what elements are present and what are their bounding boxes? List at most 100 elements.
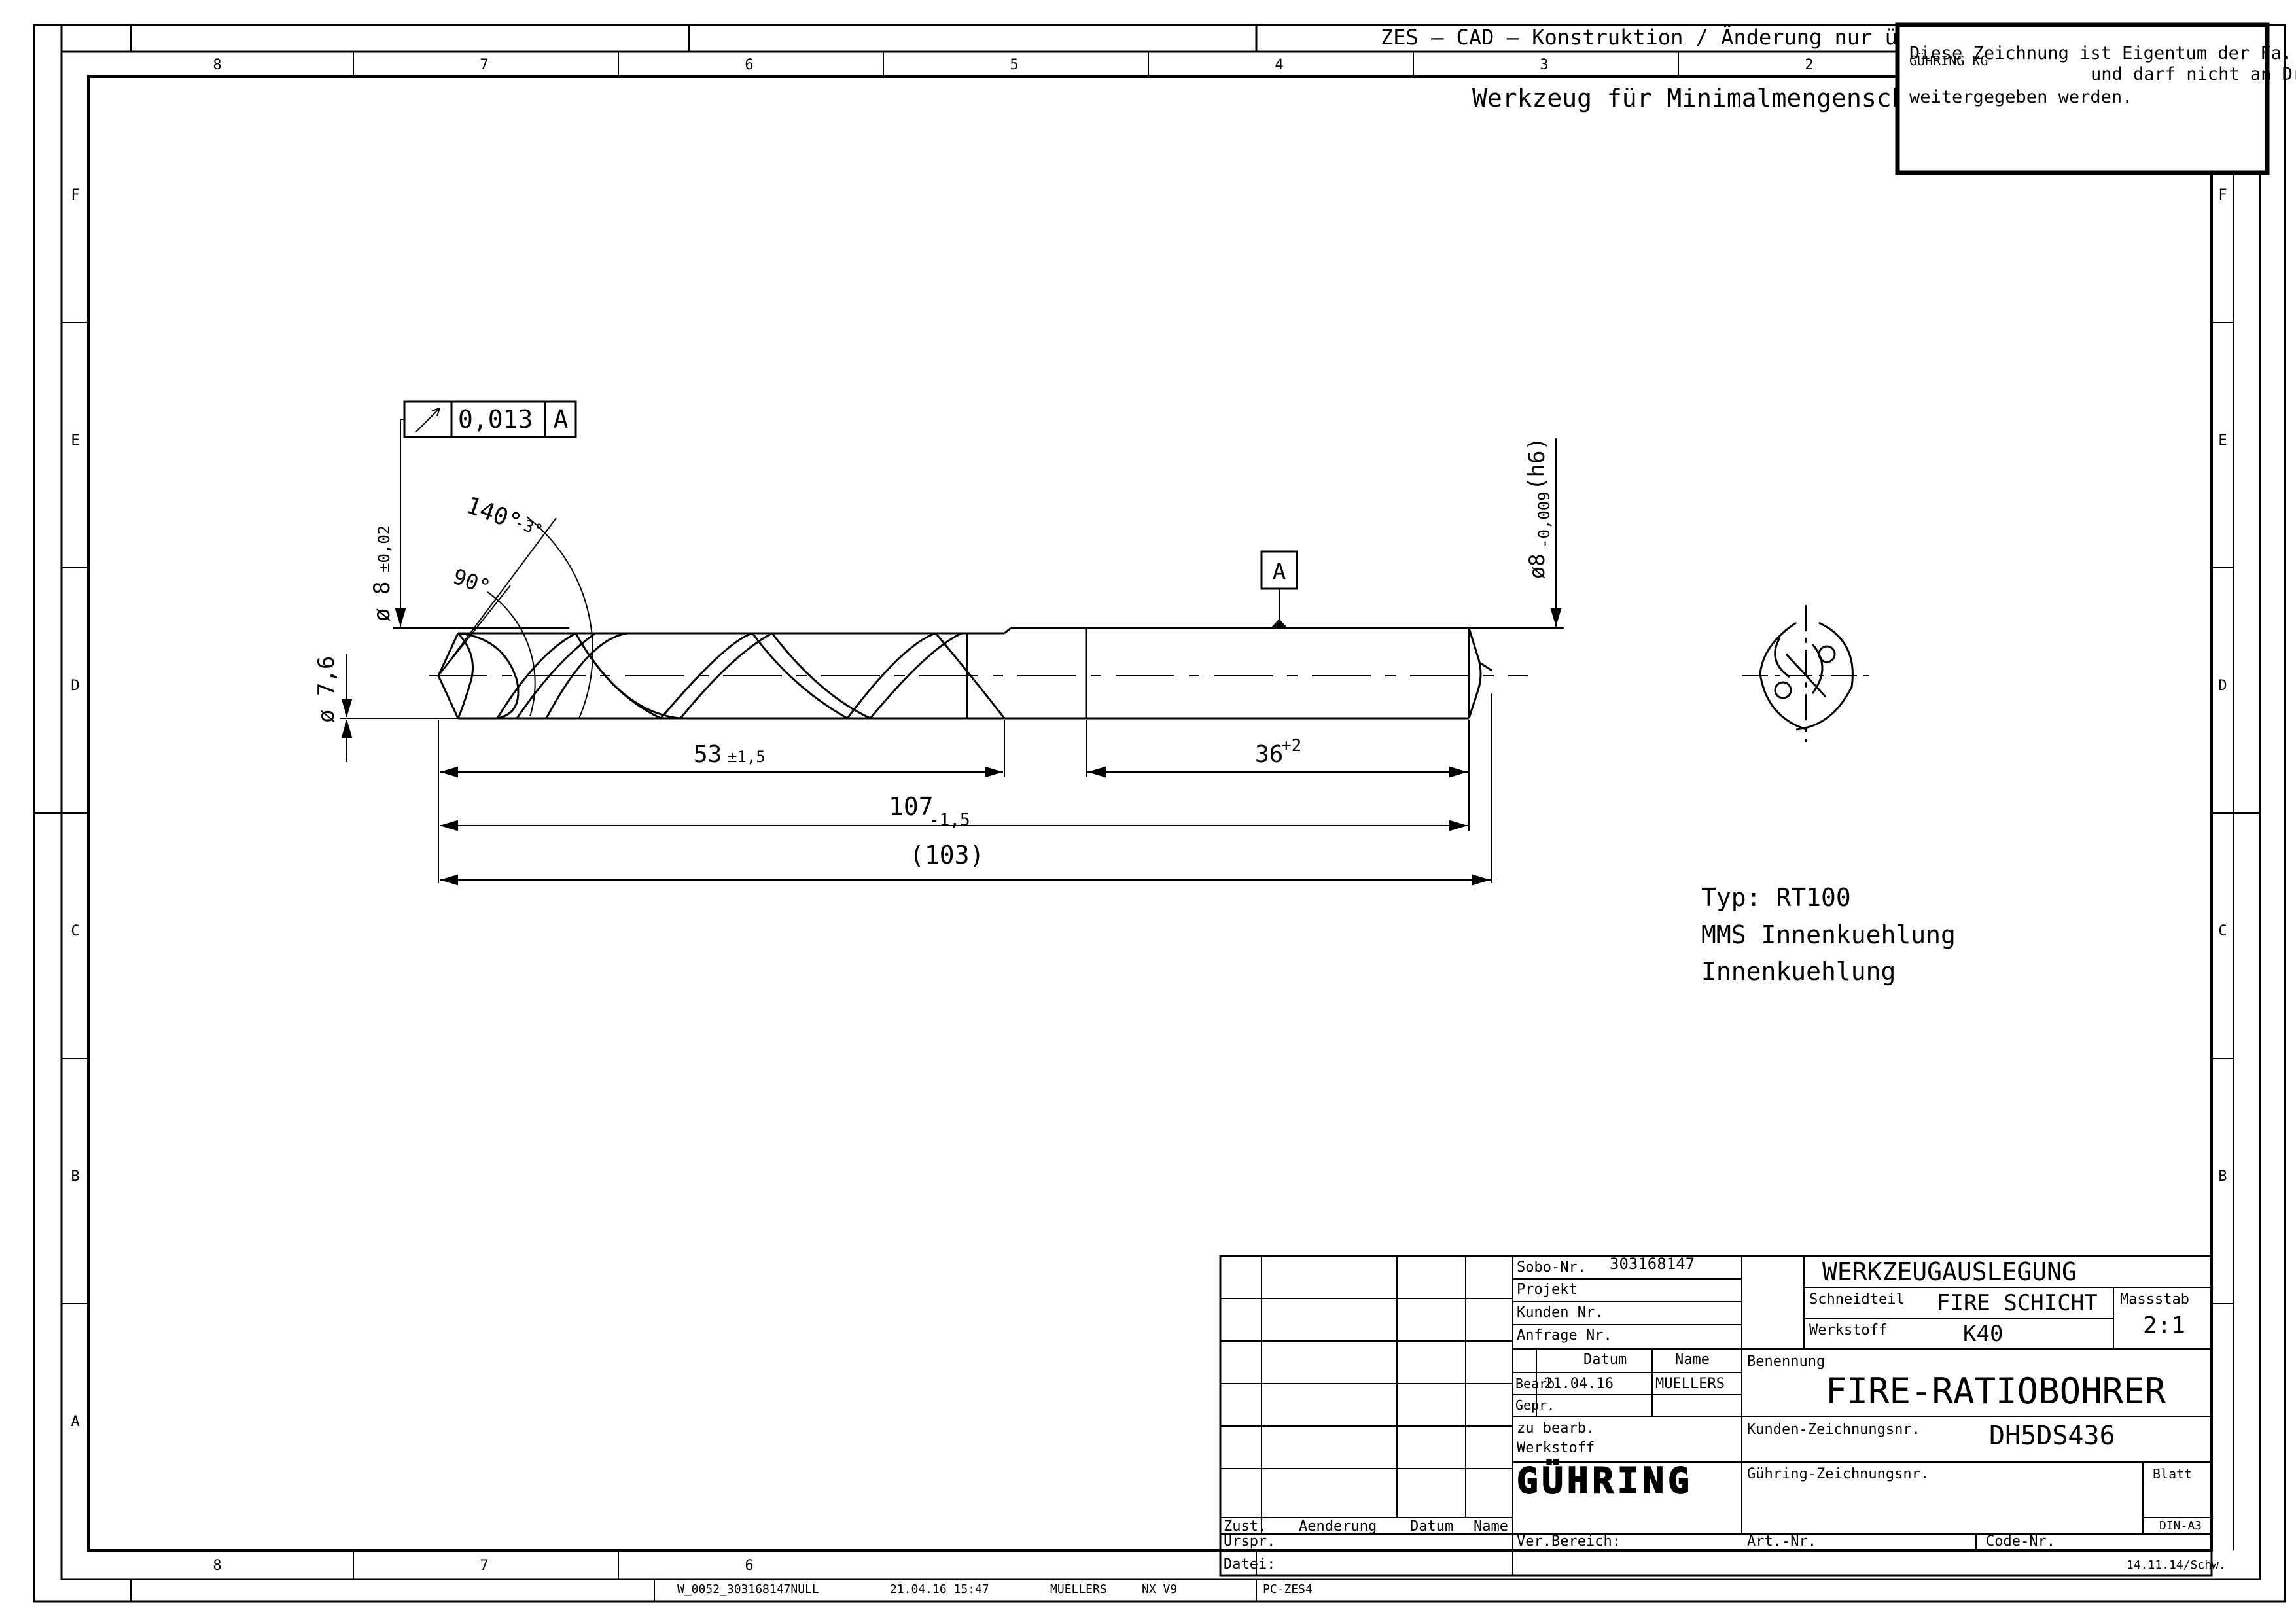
dimension-dia8: ø 8 [369, 582, 395, 621]
dimension-53: 53 [694, 741, 722, 768]
blatt-label: Blatt [2153, 1466, 2192, 1482]
property-note-box: Diese Zeichnung ist Eigentum der Fa. GÜH… [1895, 22, 2296, 175]
werkstoff-value: K40 [1963, 1321, 2003, 1347]
datei-value: PC-ZES4 [1263, 1582, 1313, 1596]
sobo-value: 303168147 [1610, 1255, 1695, 1273]
zu-bearb-label: zu bearb. [1517, 1420, 1595, 1437]
bearb-date: 21.04.16 [1544, 1376, 1614, 1392]
design-title: WERKZEUGAUSLEGUNG [1822, 1257, 2077, 1286]
note-coolant: MMS Innenkuehlung [1701, 920, 1956, 949]
datum-triangle [1271, 619, 1288, 628]
property-note-company: GÜHRING KG [1909, 53, 1988, 69]
row-label: E [71, 432, 79, 449]
point-angle-annotation [438, 516, 593, 719]
title-block: Sobo-Nr. 303168147 Projekt Kunden Nr. An… [1224, 1255, 2226, 1596]
row-label: D [2218, 678, 2227, 694]
dimension-107-tol: -1,5 [929, 811, 970, 830]
urspr-label: Urspr. [1224, 1533, 1275, 1550]
dimension-lines [340, 438, 1564, 886]
benennung-label: Benennung [1747, 1353, 1825, 1370]
kunden-zeichnung-value: DH5DS436 [1989, 1421, 2115, 1451]
column-label: 3 [1540, 57, 1548, 73]
bearb-label: Bearb. [1515, 1376, 1563, 1391]
column-label: 7 [480, 1558, 488, 1574]
benennung-value: FIRE-RATIOBOHRER [1826, 1370, 2166, 1412]
dimension-36: 36 [1255, 741, 1283, 768]
code-label: Code-Nr. [1986, 1533, 2055, 1550]
property-note-line: und darf nicht an Dritte [2091, 64, 2296, 84]
dimension-shank-tol: -0,009 [1535, 491, 1553, 548]
datum-box: A [1260, 550, 1298, 590]
row-label: F [2218, 187, 2227, 203]
row-label: C [2218, 923, 2227, 939]
guehring-zeichnung-label: Gühring-Zeichnungsnr. [1747, 1466, 1929, 1482]
aenderung-label: Aenderung [1299, 1518, 1377, 1535]
footer-timestamp: 21.04.16 15:47 [890, 1582, 989, 1596]
dimension-107: 107 [889, 792, 934, 821]
werkstoff-label-2: Werkstoff [1517, 1440, 1595, 1456]
name-header: Name [1675, 1352, 1710, 1368]
angle-label: 90° [450, 564, 493, 600]
art-label: Art.-Nr. [1747, 1533, 1816, 1550]
footer-file: W_0052_303168147NULL [677, 1582, 819, 1596]
zust-label: Zust. [1224, 1518, 1267, 1535]
column-label: 5 [1010, 57, 1018, 73]
gepr-label: Gepr. [1515, 1397, 1555, 1413]
dimension-103: (103) [910, 841, 984, 869]
footer-meta: W_0052_303168147NULL 21.04.16 15:47 MUEL… [677, 1582, 1177, 1596]
bearb-name: MUELLERS [1655, 1376, 1725, 1392]
title-block-grid [1219, 1255, 2213, 1577]
werkstoff-label: Werkstoff [1809, 1322, 1887, 1338]
dimension-dia8-tol: ±0,02 [375, 525, 393, 572]
massstab-label: Massstab [2120, 1291, 2189, 1308]
cad-note: ZES – CAD – Konstruktion / Änderung nur … [1381, 25, 1986, 50]
angle-tolerance: -3° [512, 513, 545, 540]
note-coolant-2: Innenkuehlung [1701, 957, 1896, 986]
row-label: E [2218, 432, 2227, 449]
schneidteil-label: Schneidteil [1809, 1291, 1905, 1308]
anfrage-label: Anfrage Nr. [1517, 1327, 1612, 1344]
column-label: 6 [745, 57, 753, 73]
kunden-zeichnung-label: Kunden-Zeichnungsnr. [1747, 1422, 1920, 1438]
datei-label: Datei: [1224, 1556, 1275, 1573]
ver-bereich-label: Ver.Bereich: [1517, 1533, 1621, 1550]
name2-label: Name [1474, 1518, 1508, 1535]
row-label: C [71, 923, 79, 939]
runout-icon [415, 408, 440, 432]
drill-end-view [1742, 605, 1870, 742]
revision-date: 14.11.14/Schw. [2127, 1558, 2226, 1572]
dimension-shank-fit: (h6) [1524, 437, 1550, 491]
massstab-value: 2:1 [2143, 1312, 2185, 1339]
tolerance-value: 0,013 [458, 405, 533, 434]
kunden-label: Kunden Nr. [1517, 1304, 1603, 1321]
drawing-frame [33, 24, 2286, 1603]
schneidteil-value: FIRE SCHICHT [1937, 1290, 2098, 1316]
format-label: DIN-A3 [2159, 1519, 2202, 1533]
row-label: F [71, 187, 79, 203]
row-label: B [71, 1168, 79, 1185]
guehring-logo: GÜHRING [1517, 1460, 1693, 1501]
sobo-label: Sobo-Nr. [1517, 1259, 1586, 1276]
footer-user: MUELLERS [1050, 1582, 1107, 1596]
column-label: 7 [480, 57, 488, 73]
dimension-dia76: ø 7,6 [313, 656, 340, 723]
footer-system: NX V9 [1142, 1582, 1177, 1596]
column-label: 6 [745, 1558, 753, 1574]
row-label: A [71, 1414, 79, 1430]
projekt-label: Projekt [1517, 1282, 1578, 1298]
column-label: 2 [1805, 57, 1813, 73]
datum2-label: Datum [1410, 1518, 1453, 1535]
drill-side-view [429, 627, 1528, 720]
dimension-53-tol: ±1,5 [728, 748, 766, 766]
dimension-shank-dia: ø8 [1525, 553, 1549, 579]
column-label: 4 [1275, 57, 1283, 73]
note-type: Typ: RT100 [1701, 883, 1851, 912]
runout-tolerance-frame: 0,013 A [400, 400, 577, 556]
property-note-line: weitergegeben werden. [1909, 87, 2132, 107]
dimension-36-tol: +2 [1281, 736, 1301, 756]
column-label: 8 [213, 1558, 221, 1574]
column-label: 8 [213, 57, 221, 73]
row-label: D [71, 678, 79, 694]
tolerance-datum: A [554, 405, 569, 434]
